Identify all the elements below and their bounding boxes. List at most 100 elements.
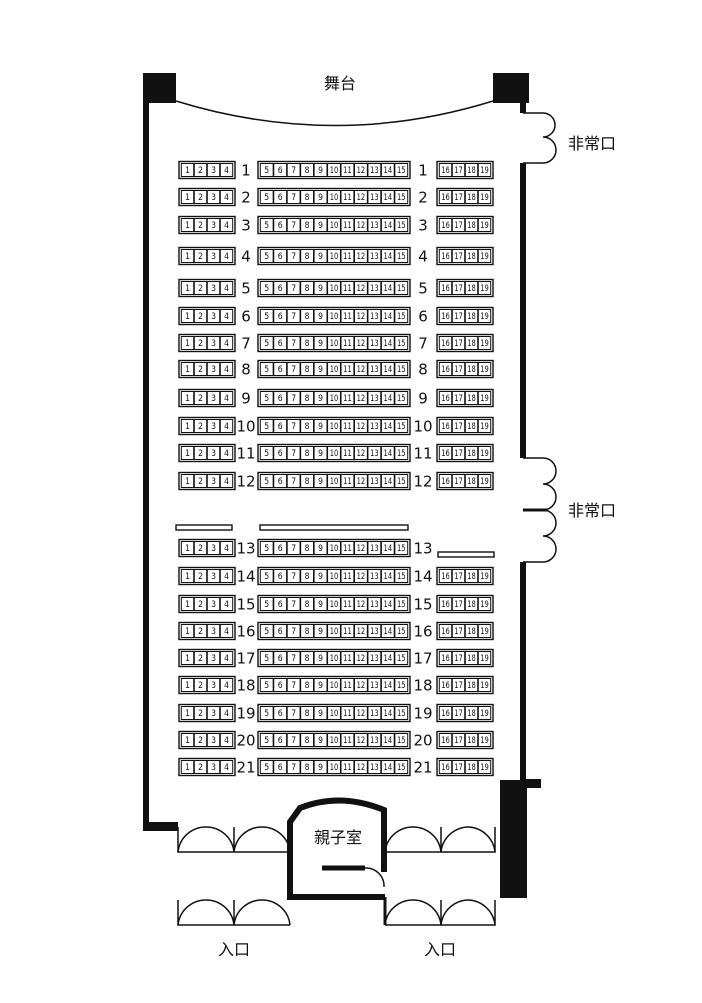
seat[interactable]: 19 [477,281,492,295]
seat[interactable]: 7 [286,597,301,611]
seat[interactable]: 14 [380,706,395,720]
seat[interactable]: 15 [394,569,409,583]
seat[interactable]: 1 [180,336,195,350]
seat[interactable]: 8 [300,733,315,747]
seat[interactable]: 8 [300,597,315,611]
seat[interactable]: 3 [206,249,221,263]
seat[interactable]: 1 [180,446,195,460]
seat[interactable]: 11 [340,733,355,747]
seat[interactable]: 16 [438,597,453,611]
seat[interactable]: 12 [353,678,368,692]
seat[interactable]: 4 [219,163,234,177]
seat[interactable]: 6 [273,706,288,720]
seat[interactable]: 12 [353,706,368,720]
seat[interactable]: 14 [380,419,395,433]
seat[interactable]: 17 [451,419,466,433]
seat[interactable]: 17 [451,249,466,263]
seat[interactable]: 10 [327,569,341,583]
seat[interactable]: 4 [219,419,234,433]
seat[interactable]: 10 [327,419,341,433]
seat[interactable]: 14 [380,391,395,405]
seat[interactable]: 16 [438,569,453,583]
seat[interactable]: 3 [206,419,221,433]
seat[interactable]: 5 [259,218,274,232]
seat[interactable]: 2 [193,281,208,295]
seat[interactable]: 14 [380,474,395,488]
seat[interactable]: 18 [464,391,479,405]
seat[interactable]: 18 [464,569,479,583]
seat[interactable]: 2 [193,678,208,692]
seat[interactable]: 14 [380,624,395,638]
seat[interactable]: 1 [180,733,195,747]
seat[interactable]: 10 [327,309,341,323]
seat[interactable]: 8 [300,309,315,323]
seat[interactable]: 12 [353,733,368,747]
seat[interactable]: 19 [477,760,492,774]
seat[interactable]: 16 [438,474,453,488]
seat[interactable]: 12 [353,309,368,323]
seat[interactable]: 2 [193,597,208,611]
seat[interactable]: 17 [451,651,466,665]
seat[interactable]: 9 [313,706,328,720]
seat[interactable]: 4 [219,541,234,555]
seat[interactable]: 19 [477,362,492,376]
seat[interactable]: 2 [193,541,208,555]
seat[interactable]: 10 [327,706,341,720]
seat[interactable]: 3 [206,336,221,350]
seat[interactable]: 13 [367,597,382,611]
seat[interactable]: 12 [353,474,368,488]
seat[interactable]: 2 [193,190,208,204]
seat[interactable]: 18 [464,309,479,323]
seat[interactable]: 2 [193,651,208,665]
seat[interactable]: 10 [327,651,341,665]
seat[interactable]: 18 [464,163,479,177]
seat[interactable]: 4 [219,569,234,583]
seat[interactable]: 10 [327,446,341,460]
seat[interactable]: 9 [313,281,328,295]
seat[interactable]: 2 [193,309,208,323]
seat[interactable]: 9 [313,336,328,350]
seat[interactable]: 1 [180,362,195,376]
seat[interactable]: 9 [313,190,328,204]
seat[interactable]: 8 [300,163,315,177]
seat[interactable]: 15 [394,678,409,692]
seat[interactable]: 18 [464,419,479,433]
seat[interactable]: 6 [273,541,288,555]
seat[interactable]: 6 [273,678,288,692]
seat[interactable]: 17 [451,446,466,460]
seat[interactable]: 4 [219,190,234,204]
seat[interactable]: 9 [313,678,328,692]
seat[interactable]: 3 [206,474,221,488]
seat[interactable]: 13 [367,190,382,204]
seat[interactable]: 19 [477,597,492,611]
seat[interactable]: 9 [313,309,328,323]
seat[interactable]: 5 [259,249,274,263]
seat[interactable]: 17 [451,281,466,295]
seat[interactable]: 12 [353,569,368,583]
seat[interactable]: 15 [394,419,409,433]
seat[interactable]: 3 [206,309,221,323]
seat[interactable]: 16 [438,362,453,376]
seat[interactable]: 6 [273,474,288,488]
seat[interactable]: 13 [367,309,382,323]
seat[interactable]: 1 [180,281,195,295]
emergency-exit-door-1[interactable] [523,112,557,164]
seat[interactable]: 5 [259,281,274,295]
seat[interactable]: 7 [286,678,301,692]
seat[interactable]: 6 [273,624,288,638]
seat[interactable]: 17 [451,362,466,376]
seat[interactable]: 10 [327,678,341,692]
seat[interactable]: 11 [340,190,355,204]
seat[interactable]: 7 [286,336,301,350]
seat[interactable]: 16 [438,706,453,720]
seat[interactable]: 14 [380,281,395,295]
seat[interactable]: 14 [380,309,395,323]
seat[interactable]: 6 [273,190,288,204]
seat[interactable]: 3 [206,733,221,747]
seat[interactable]: 4 [219,218,234,232]
seat[interactable]: 6 [273,760,288,774]
seat[interactable]: 11 [340,163,355,177]
seat[interactable]: 12 [353,597,368,611]
seat[interactable]: 12 [353,541,368,555]
seat[interactable]: 2 [193,419,208,433]
